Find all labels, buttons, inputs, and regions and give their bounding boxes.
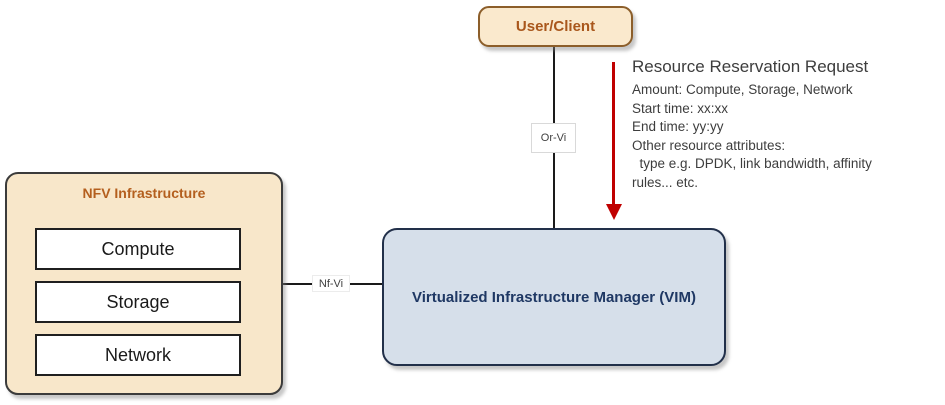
or-vi-interface-label: Or-Vi [531,123,576,153]
node-vim: Virtualized Infrastructure Manager (VIM) [382,228,726,366]
annotation-title: Resource Reservation Request [632,57,869,76]
node-nfv-infrastructure: NFV Infrastructure Compute Storage Netwo… [5,172,283,395]
or-vi-label-text: Or-Vi [540,132,567,144]
nf-vi-interface-label: Nf-Vi [312,275,350,292]
vim-label: Virtualized Infrastructure Manager (VIM) [412,288,696,306]
node-network: Network [35,334,241,376]
nfv-infrastructure-title: NFV Infrastructure [82,185,206,201]
node-user-client: User/Client [478,6,633,47]
nf-vi-label-text: Nf-Vi [318,277,344,290]
annotation-line: Other resource attributes: [632,137,786,153]
user-client-label: User/Client [515,18,596,35]
node-compute: Compute [35,228,241,270]
annotation-line: Start time: xx:xx [632,100,729,116]
annotation-line: Amount: Compute, Storage, Network [632,82,853,97]
annotation-line: rules... etc. [632,174,699,190]
request-arrow-line [612,62,615,205]
resource-reservation-annotation: Resource Reservation Request Amount: Com… [632,57,937,192]
annotation-line: type e.g. DPDK, link bandwidth, affinity [632,156,872,171]
annotation-line: End time: yy:yy [632,119,724,134]
arrow-down-icon [606,204,622,220]
node-storage: Storage [35,281,241,323]
